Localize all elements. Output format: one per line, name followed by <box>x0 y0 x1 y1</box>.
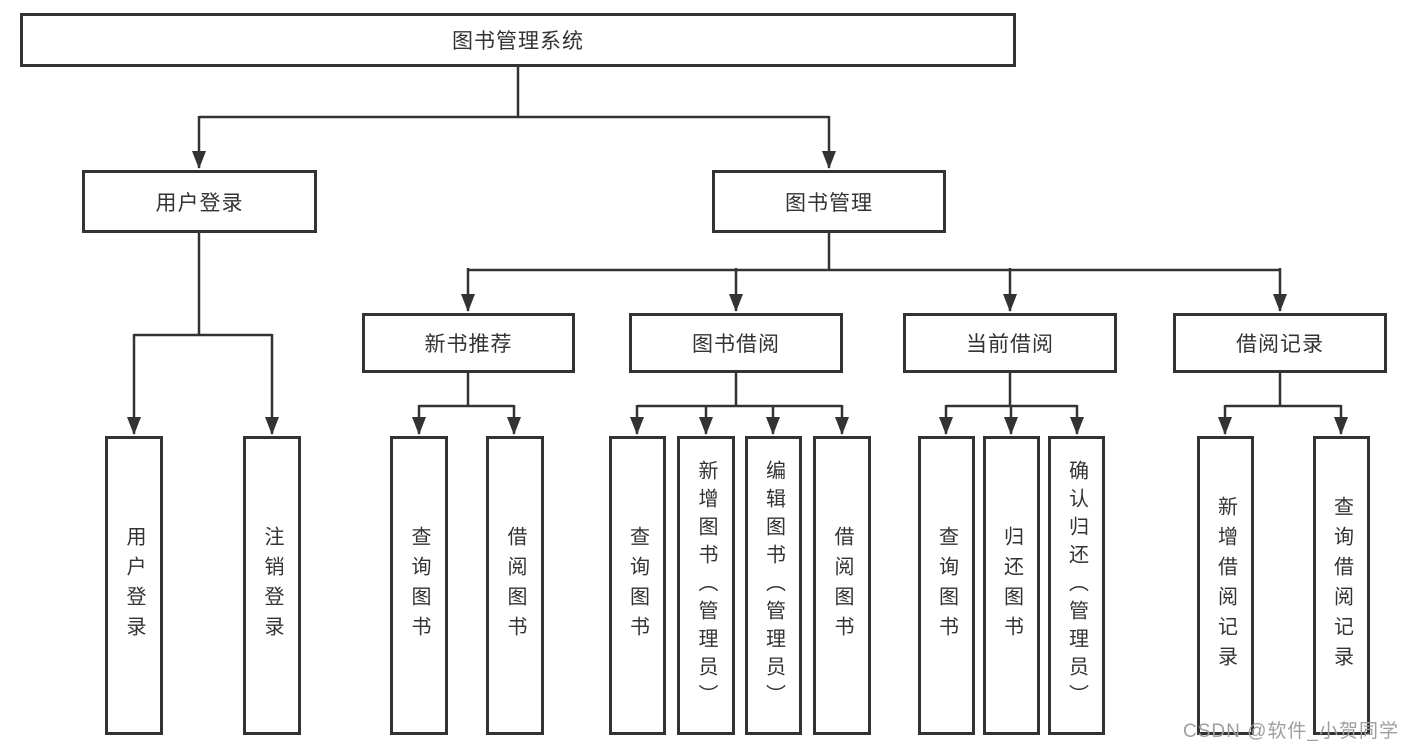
node-leaf-recommend-borrow-books: 借阅图书 <box>486 436 544 735</box>
node-current-borrow: 当前借阅 <box>903 313 1117 373</box>
node-leaf-recommend-query-books: 查询图书 <box>390 436 448 735</box>
node-label: 图书借阅 <box>692 333 780 356</box>
node-leaf-user-login: 用户登录 <box>105 436 163 735</box>
node-label: 查询图书 <box>935 525 958 646</box>
node-label: 新增借阅记录 <box>1214 495 1237 676</box>
node-leaf-current-confirm-return: 确认归还（管理员） <box>1048 436 1105 735</box>
node-book-borrow: 图书借阅 <box>629 313 843 373</box>
node-borrow-records: 借阅记录 <box>1173 313 1387 373</box>
node-label: 图书管理系统 <box>452 30 584 53</box>
node-label: 新增图书（管理员） <box>695 459 717 712</box>
node-leaf-logout: 注销登录 <box>243 436 301 735</box>
node-label: 借阅图书 <box>831 525 853 646</box>
node-label: 注销登录 <box>261 525 283 646</box>
node-leaf-records-add-record: 新增借阅记录 <box>1197 436 1254 735</box>
node-label: 查询图书 <box>626 525 649 646</box>
node-book-management: 图书管理 <box>712 170 946 233</box>
node-label: 当前借阅 <box>966 333 1054 356</box>
node-label: 查询借阅记录 <box>1330 495 1353 676</box>
node-label: 新书推荐 <box>424 333 513 356</box>
node-new-book-recommend: 新书推荐 <box>362 313 575 373</box>
node-leaf-current-return-books: 归还图书 <box>983 436 1040 735</box>
node-leaf-current-query-books: 查询图书 <box>918 436 975 735</box>
node-label: 借阅图书 <box>504 525 526 646</box>
node-leaf-borrow-query-books: 查询图书 <box>609 436 666 735</box>
node-label: 归还图书 <box>1000 525 1023 646</box>
node-label: 用户登录 <box>155 191 244 215</box>
node-label: 用户登录 <box>123 525 145 646</box>
node-label: 编辑图书（管理员） <box>762 459 785 712</box>
node-leaf-borrow-add-books: 新增图书（管理员） <box>677 436 735 735</box>
node-user-login: 用户登录 <box>82 170 317 233</box>
node-label: 查询图书 <box>408 525 430 646</box>
node-library-management-system: 图书管理系统 <box>20 13 1016 67</box>
node-label: 借阅记录 <box>1236 333 1324 356</box>
node-leaf-records-query-record: 查询借阅记录 <box>1313 436 1370 735</box>
node-label: 图书管理 <box>785 191 873 215</box>
node-leaf-borrow-borrow-books: 借阅图书 <box>813 436 871 735</box>
node-label: 确认归还（管理员） <box>1065 459 1088 712</box>
node-leaf-borrow-edit-books: 编辑图书（管理员） <box>745 436 802 735</box>
csdn-watermark: CSDN @软件_小贺同学 <box>1183 721 1399 742</box>
